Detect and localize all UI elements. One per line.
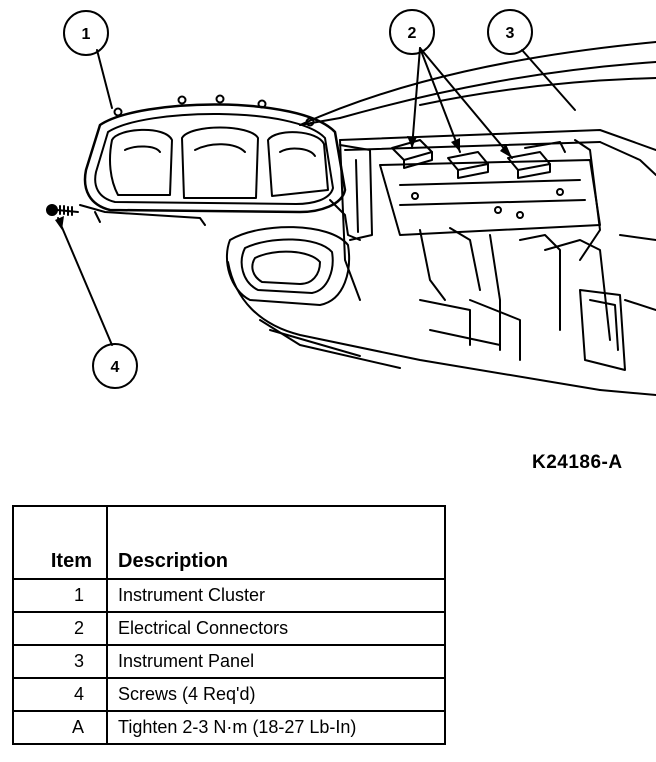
- legend-row: 4 Screws (4 Req'd): [12, 677, 446, 712]
- legend-row: 2 Electrical Connectors: [12, 611, 446, 646]
- leader-arrowheads: [55, 136, 512, 230]
- legend-header-row: Item Description: [12, 505, 446, 580]
- callout-2: [389, 9, 435, 55]
- legend-header-description: Description: [106, 505, 446, 580]
- legend-item-description: Instrument Panel: [106, 644, 446, 679]
- legend-item-description: Screws (4 Req'd): [106, 677, 446, 712]
- screw: [46, 204, 79, 216]
- exploded-view-diagram: 1 2 3 4: [46, 9, 656, 396]
- figure-id-label: K24186-A: [532, 452, 623, 473]
- callout-1: [63, 10, 109, 56]
- callout-3-label: 3: [506, 25, 515, 42]
- windshield-lines: [299, 41, 656, 126]
- legend-item-number: 4: [12, 677, 108, 712]
- legend-item-number: 1: [12, 578, 108, 613]
- legend-header-item: Item: [12, 505, 108, 580]
- legend-table: Item Description 1 Instrument Cluster 2 …: [12, 505, 446, 745]
- instrument-cluster: [79, 94, 361, 241]
- legend-row: 3 Instrument Panel: [12, 644, 446, 679]
- legend-item-number: 3: [12, 644, 108, 679]
- callout-2-label: 2: [408, 25, 417, 42]
- legend-row: A Tighten 2-3 N·m (18-27 Lb-In): [12, 710, 446, 745]
- legend-item-description: Electrical Connectors: [106, 611, 446, 646]
- legend-item-number: 2: [12, 611, 108, 646]
- callout-1-label: 1: [82, 26, 91, 43]
- callout-3: [487, 9, 533, 55]
- electrical-connectors: [391, 139, 566, 179]
- leader-lines: [57, 47, 576, 346]
- legend-item-description: Instrument Cluster: [106, 578, 446, 613]
- legend-item-number: A: [12, 710, 108, 745]
- legend-row: 1 Instrument Cluster: [12, 578, 446, 613]
- instrument-panel: [225, 129, 656, 396]
- callout-4-label: 4: [111, 359, 120, 376]
- legend-item-description: Tighten 2-3 N·m (18-27 Lb-In): [106, 710, 446, 745]
- callout-4: [92, 343, 138, 389]
